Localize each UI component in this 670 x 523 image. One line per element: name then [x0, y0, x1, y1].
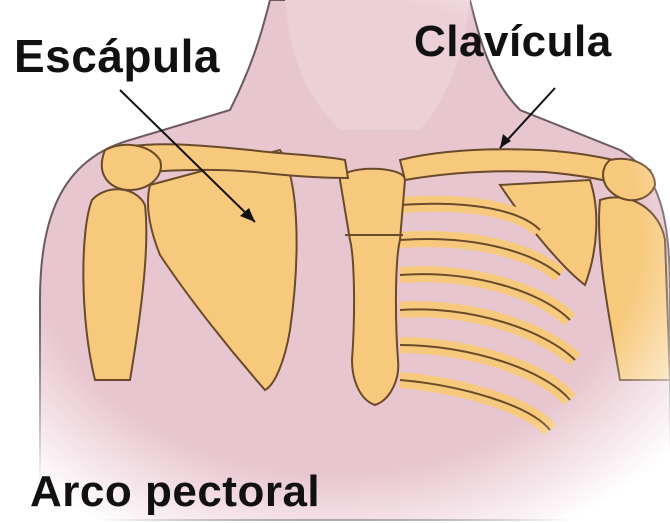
scapula-label: Escápula: [14, 33, 220, 79]
diagram-title: Arco pectoral: [30, 470, 320, 514]
clavicle-label: Clavícula: [414, 20, 612, 64]
